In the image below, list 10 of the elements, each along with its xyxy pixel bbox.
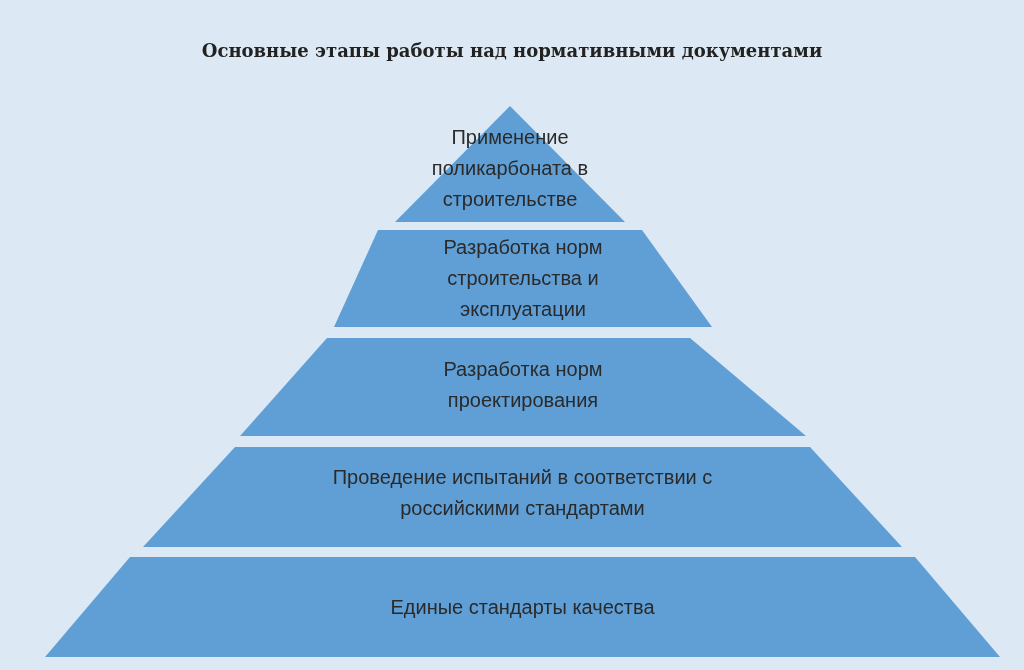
- tier-label: Разработка норм проектирования: [442, 357, 604, 413]
- pyramid-apex: [395, 106, 625, 222]
- pyramid-tier: [45, 557, 1000, 657]
- pyramid-tier: [334, 230, 712, 327]
- tier-label: Разработка норм строительства и эксплуатации: [442, 235, 604, 322]
- diagram-title: Основные этапы работы над нормативными документами: [200, 40, 824, 61]
- tier-label: Единые стандарты качества: [389, 595, 656, 620]
- tier-label: Проведение испытаний в соответствии с российскими стандартами: [331, 465, 714, 521]
- pyramid-tier: [240, 338, 806, 436]
- pyramid-tier: [143, 447, 902, 547]
